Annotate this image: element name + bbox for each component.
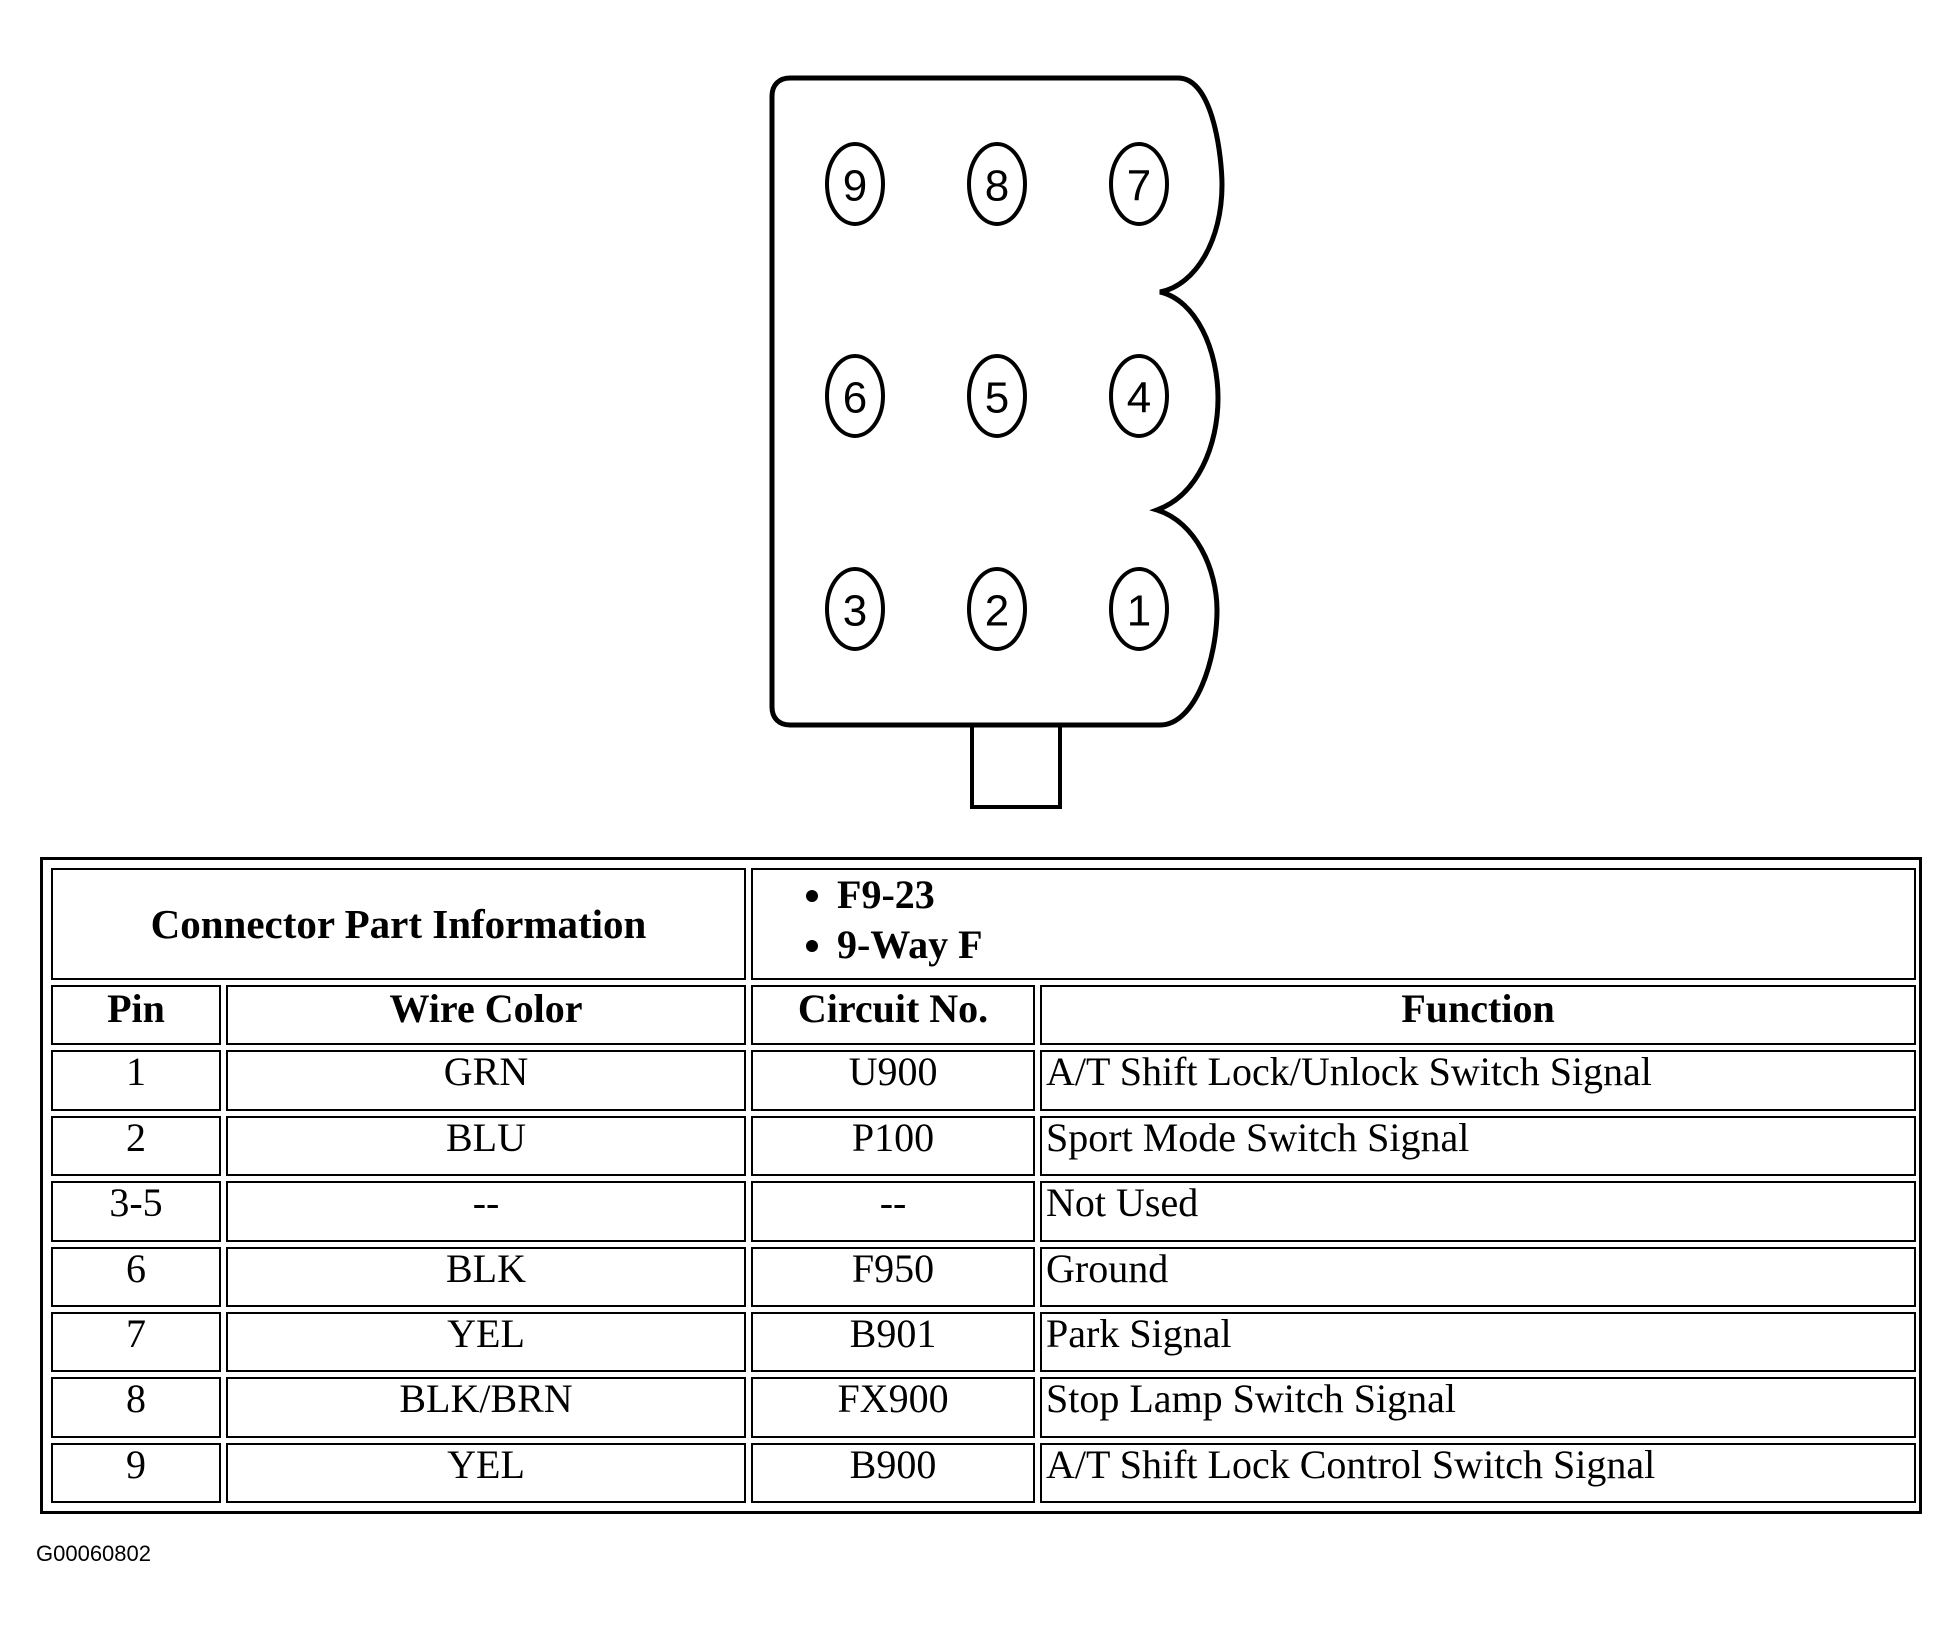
pin-cavity <box>967 142 1027 226</box>
header-wire-color: Wire Color <box>226 985 747 1046</box>
header-function: Function <box>1040 985 1917 1046</box>
pin-number-label: 5 <box>985 374 1009 423</box>
pin-cavity <box>825 354 885 438</box>
cell-circuit-no: U900 <box>751 1050 1036 1111</box>
connector-locking-tab <box>970 723 1062 809</box>
pin-7: 7 <box>1109 142 1169 226</box>
cell-pin: 8 <box>51 1377 221 1438</box>
pin-cavity <box>1109 567 1169 651</box>
pin-number-label: 9 <box>843 162 867 211</box>
cell-circuit-no: F950 <box>751 1246 1036 1307</box>
cell-circuit-no: B900 <box>751 1442 1036 1503</box>
cell-pin: 7 <box>51 1311 221 1373</box>
figure-id: G00060802 <box>36 1541 151 1566</box>
cell-circuit-no: FX900 <box>751 1377 1036 1438</box>
pin-number-label: 8 <box>985 162 1009 211</box>
cell-function: A/T Shift Lock Control Switch Signal <box>1040 1442 1917 1503</box>
table-row: 3-5----Not Used <box>51 1181 1917 1242</box>
pin-cavity <box>825 567 885 651</box>
connector-part-info-list: F9-23 9-Way F <box>751 868 1917 981</box>
info-item-connector-type: 9-Way F <box>837 920 1910 970</box>
cell-wire-color: BLU <box>226 1115 747 1177</box>
cell-pin: 2 <box>51 1115 221 1177</box>
pin-cavity <box>967 354 1027 438</box>
pin-5: 5 <box>967 354 1027 438</box>
connector-face-diagram: 9 8 7 6 5 4 3 2 1 <box>769 75 1225 809</box>
cell-circuit-no: -- <box>751 1181 1036 1242</box>
pin-cavity <box>1109 354 1169 438</box>
pin-1: 1 <box>1109 567 1169 651</box>
pin-number-label: 6 <box>843 374 867 423</box>
pin-9: 9 <box>825 142 885 226</box>
cell-function: Ground <box>1040 1246 1917 1307</box>
cell-pin: 9 <box>51 1442 221 1503</box>
connector-body <box>769 75 1225 728</box>
pin-cavity <box>967 567 1027 651</box>
cell-pin: 6 <box>51 1246 221 1307</box>
pin-number-label: 4 <box>1127 374 1151 423</box>
pin-6: 6 <box>825 354 885 438</box>
pin-number-label: 1 <box>1127 587 1151 636</box>
pin-4: 4 <box>1109 354 1169 438</box>
cell-pin: 1 <box>51 1050 221 1111</box>
cell-wire-color: BLK/BRN <box>226 1377 747 1438</box>
header-pin: Pin <box>51 985 221 1046</box>
info-item-part-number: F9-23 <box>837 870 1910 920</box>
pin-number-label: 2 <box>985 587 1009 636</box>
pinout-table: Connector Part Information F9-23 9-Way F… <box>40 857 1922 1514</box>
cell-pin: 3-5 <box>51 1181 221 1242</box>
cell-function: Park Signal <box>1040 1311 1917 1373</box>
pin-cavity <box>1109 142 1169 226</box>
cell-circuit-no: P100 <box>751 1115 1036 1177</box>
connector-part-info-title: Connector Part Information <box>51 868 747 981</box>
cell-function: Stop Lamp Switch Signal <box>1040 1377 1917 1438</box>
pin-8: 8 <box>967 142 1027 226</box>
pin-3: 3 <box>825 567 885 651</box>
cell-function: Not Used <box>1040 1181 1917 1242</box>
cell-wire-color: YEL <box>226 1311 747 1373</box>
pin-cavity <box>825 142 885 226</box>
cell-wire-color: YEL <box>226 1442 747 1503</box>
pin-2: 2 <box>967 567 1027 651</box>
cell-function: A/T Shift Lock/Unlock Switch Signal <box>1040 1050 1917 1111</box>
cell-wire-color: -- <box>226 1181 747 1242</box>
header-circuit-no: Circuit No. <box>751 985 1036 1046</box>
pin-number-label: 7 <box>1127 162 1151 211</box>
cell-function: Sport Mode Switch Signal <box>1040 1115 1917 1177</box>
cell-wire-color: GRN <box>226 1050 747 1111</box>
cell-circuit-no: B901 <box>751 1311 1036 1373</box>
cell-wire-color: BLK <box>226 1246 747 1307</box>
pin-number-label: 3 <box>843 587 867 636</box>
